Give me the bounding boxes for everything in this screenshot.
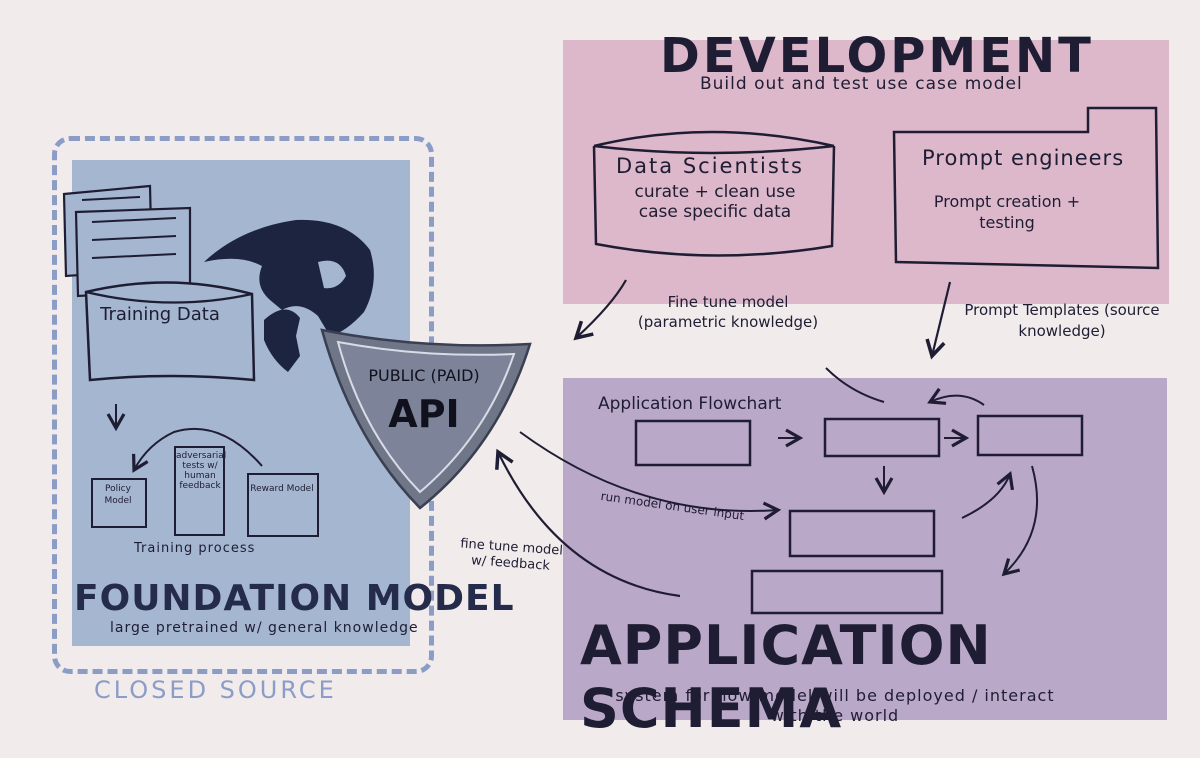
- flow-arrow-loop: [927, 387, 985, 406]
- reward-to-policy-arrow: [131, 427, 263, 473]
- training-data-label: Training Data: [100, 304, 220, 325]
- api-label: API: [388, 392, 460, 436]
- flowchart-box-1: [634, 419, 752, 467]
- prompt-templates-label: Prompt Templates (source knowledge): [964, 301, 1160, 340]
- application-flowchart-label: Application Flowchart: [598, 394, 782, 414]
- adversarial-tests-label: adversarial tests w/ human feedback: [176, 451, 227, 491]
- flowchart-box-2: [823, 417, 941, 458]
- reward-model-label: Reward Model: [250, 484, 314, 494]
- api-shield-icon: [320, 328, 532, 510]
- globe-icon: [204, 219, 374, 372]
- data-scientists-title: Data Scientists: [616, 154, 804, 178]
- application-schema-panel: [563, 378, 1167, 720]
- development-title: DEVELOPMENT: [660, 28, 1094, 84]
- flow-arrow-5: [1001, 465, 1038, 577]
- policy-model-box: [91, 478, 147, 528]
- closed-source-label: CLOSED SOURCE: [94, 676, 337, 704]
- reward-model-box: [247, 473, 319, 537]
- fine-tune-arrow: [573, 279, 627, 341]
- development-panel: [563, 40, 1169, 304]
- flowchart-box-3: [976, 414, 1084, 457]
- training-data-stack: [62, 184, 256, 382]
- development-subtitle: Build out and test use case model: [700, 74, 1023, 94]
- prompt-templates-arrow: [925, 281, 952, 360]
- foundation-model-subtitle: large pretrained w/ general knowledge: [110, 620, 419, 636]
- application-schema-subtitle: system for how model will be deployed / …: [615, 686, 1055, 725]
- flowchart-box-4: [788, 509, 936, 558]
- adversarial-tests-box: [174, 446, 225, 536]
- training-process-label: Training process: [134, 541, 256, 556]
- foundation-model-title: FOUNDATION MODEL: [74, 578, 515, 619]
- prompt-engineers-title: Prompt engineers: [922, 146, 1125, 170]
- prompt-engineers-body: Prompt creation + testing: [933, 192, 1081, 232]
- data-scientists-body: curate + clean use case specific data: [634, 182, 796, 223]
- fine-tune-connector: [825, 367, 885, 403]
- application-schema-title: APPLICATION SCHEMA: [580, 614, 992, 740]
- flow-arrow-4: [961, 470, 1015, 519]
- prompt-engineers-box: [892, 106, 1160, 270]
- api-public-paid-label: PUBLIC (PAID): [368, 366, 480, 385]
- run-model-arrow: [519, 431, 782, 521]
- policy-model-label: Policy Model: [104, 484, 132, 506]
- fine-tune-model-label: Fine tune model (parametric knowledge): [637, 293, 819, 332]
- fine-tune-feedback-arrow: [495, 448, 681, 598]
- data-scientists-cylinder: [592, 130, 836, 257]
- flowchart-box-5: [750, 569, 944, 615]
